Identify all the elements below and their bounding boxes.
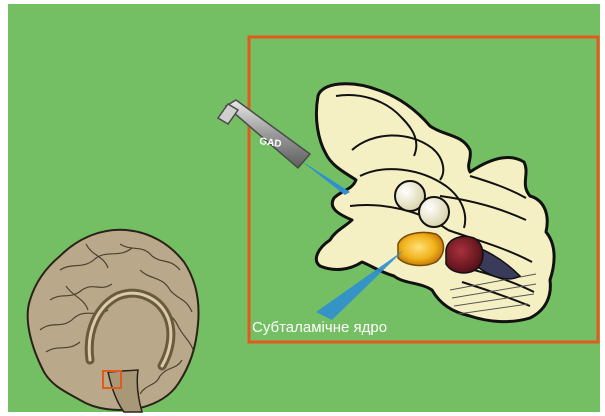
subthalamic-nucleus [398,232,444,265]
red-nucleus [446,237,483,273]
mammillary-body-lower [419,197,449,227]
subthalamic-nucleus-label: Субталамічне ядро [252,319,387,336]
